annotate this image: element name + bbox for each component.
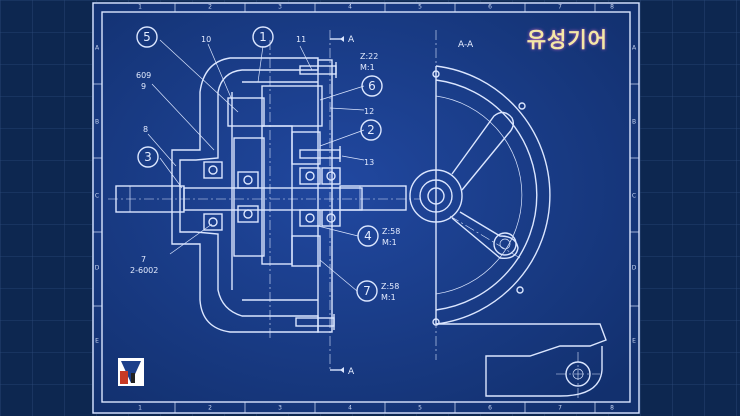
housing-cavity [231, 81, 318, 301]
svg-text:7: 7 [363, 284, 371, 298]
balloon-4 [357, 225, 379, 247]
svg-text:1: 1 [259, 30, 267, 44]
col-label-top: 5 [418, 4, 422, 11]
svg-text:6: 6 [368, 79, 376, 93]
planet-pin [227, 97, 265, 127]
label-13: 13 [364, 158, 374, 167]
col-label-bottom: 5 [418, 405, 422, 412]
cover-plate [317, 59, 333, 333]
balloon-6 [361, 75, 383, 97]
col-label-bottom: 3 [278, 405, 282, 412]
col-label-bottom: 6 [488, 405, 492, 412]
balloon-5 [136, 26, 158, 48]
label-11: 11 [296, 35, 306, 44]
row-label-left: E [95, 338, 99, 345]
label-7: 7 [141, 255, 146, 264]
planet-pin-hole [493, 232, 517, 256]
balloon-7 [356, 280, 378, 302]
hub-outer [409, 169, 463, 223]
col-label-bottom: 4 [348, 405, 352, 412]
col-label-top: 1 [138, 4, 142, 11]
balloon-2 [360, 119, 382, 141]
spec-z22: Z:22 [360, 52, 378, 61]
col-label-top: 3 [278, 4, 282, 11]
spec-z58-b: Z:58 [381, 282, 399, 291]
carrier-arm-lower [451, 211, 519, 259]
bearings [203, 161, 341, 231]
part-balloons: 1 2 3 4 5 6 7 [136, 26, 383, 302]
section-marker-top: A [348, 35, 355, 45]
leader-labels: 10 11 609 9 8 12 13 7 2-6002 Z:22 M:1 Z:… [130, 35, 400, 302]
gearbox-section-view: A A [108, 30, 420, 377]
row-label-right: C [632, 193, 636, 200]
col-label-bottom: 1 [138, 405, 142, 412]
col-label-top: 7 [558, 4, 562, 11]
ring-segment-lower [291, 235, 321, 267]
label-9: 9 [141, 82, 146, 91]
svg-text:3: 3 [144, 150, 152, 164]
bolts [295, 62, 341, 330]
row-label-left: D [95, 265, 100, 272]
sheet-zone-ticks [93, 3, 639, 413]
label-2-6002: 2-6002 [130, 266, 158, 275]
label-8: 8 [143, 125, 148, 134]
section-label: A-A [458, 40, 474, 50]
housing-outline [435, 65, 551, 325]
label-12: 12 [364, 107, 374, 116]
carrier-arm-upper [451, 111, 515, 191]
svg-text:2: 2 [367, 123, 375, 137]
section-aa-view: A-A [409, 30, 607, 398]
mounting-holes [432, 70, 526, 326]
svg-text:5: 5 [143, 30, 151, 44]
hub-bearing [419, 179, 453, 213]
row-label-left: B [95, 119, 99, 126]
hub-bore [427, 187, 445, 205]
spec-m1-c: M:1 [381, 293, 396, 302]
sun-gear [261, 125, 293, 265]
col-label-top: 8 [610, 4, 614, 11]
row-label-left: A [95, 45, 100, 52]
spec-m1-b: M:1 [382, 238, 397, 247]
housing-wall [171, 57, 319, 333]
studio-logo [118, 358, 144, 386]
row-label-right: D [632, 265, 637, 272]
row-label-left: C [95, 193, 99, 200]
section-marker-bottom: A [348, 367, 355, 377]
label-10: 10 [201, 35, 211, 44]
svg-text:4: 4 [364, 229, 372, 243]
spec-z58-a: Z:58 [382, 227, 400, 236]
col-label-top: 6 [488, 4, 492, 11]
col-label-bottom: 2 [208, 405, 212, 412]
mount-foot [436, 323, 607, 397]
col-label-bottom: 8 [610, 405, 614, 412]
spec-m1-a: M:1 [360, 63, 375, 72]
label-609: 609 [136, 71, 151, 80]
row-label-right: E [632, 338, 636, 345]
sheet-outer-border [92, 2, 640, 414]
carrier-hub [233, 137, 265, 257]
output-shaft [339, 185, 407, 211]
row-label-right: A [632, 45, 637, 52]
zone-labels: 1 2 3 4 5 6 7 8 1 2 3 4 5 6 7 8 A B C D … [95, 4, 637, 412]
balloon-3 [137, 146, 159, 168]
row-label-right: B [632, 119, 636, 126]
drawing-title: 유성기어 [526, 28, 608, 52]
ring-segment-upper [291, 131, 321, 165]
col-label-top: 4 [348, 4, 352, 11]
sheet-inner-border [101, 11, 631, 403]
col-label-bottom: 7 [558, 405, 562, 412]
col-label-top: 2 [208, 4, 212, 11]
balloon-1 [252, 26, 274, 48]
